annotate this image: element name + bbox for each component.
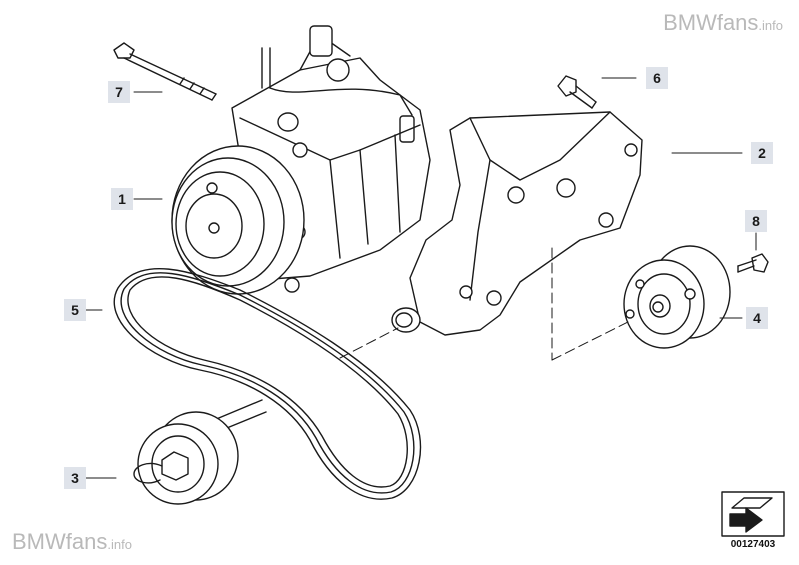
bolt-part-8 <box>737 253 769 273</box>
leader-lines <box>85 77 757 479</box>
idler-pulley-part-3 <box>133 399 267 505</box>
ac-compressor-part-1 <box>171 25 431 295</box>
callout-2: 2 <box>751 142 773 164</box>
callout-3: 3 <box>64 467 86 489</box>
tensioner-pulley-part-4 <box>623 245 731 349</box>
assembly-dashed-lines <box>339 247 633 361</box>
watermark-suffix: .info <box>107 537 132 552</box>
watermark-brand: BMWfans <box>663 10 759 35</box>
watermark-top: BMWfans.info <box>663 10 783 36</box>
callout-1: 1 <box>111 188 133 210</box>
callout-4: 4 <box>746 307 768 329</box>
callout-5: 5 <box>64 299 86 321</box>
ribbed-belt-part-5 <box>113 268 422 500</box>
mounting-bracket-part-2 <box>391 111 643 336</box>
diagram-number: 00127403 <box>730 539 776 550</box>
watermark-bottom: BMWfans.info <box>12 529 132 555</box>
callout-6: 6 <box>646 67 668 89</box>
watermark-brand: BMWfans <box>12 529 108 554</box>
catalog-arrow-icon <box>721 491 785 537</box>
callout-7: 7 <box>108 81 130 103</box>
callout-8: 8 <box>745 210 767 232</box>
watermark-suffix: .info <box>758 18 783 33</box>
bolt-part-6 <box>557 75 597 109</box>
long-bolt-part-7 <box>113 42 217 101</box>
